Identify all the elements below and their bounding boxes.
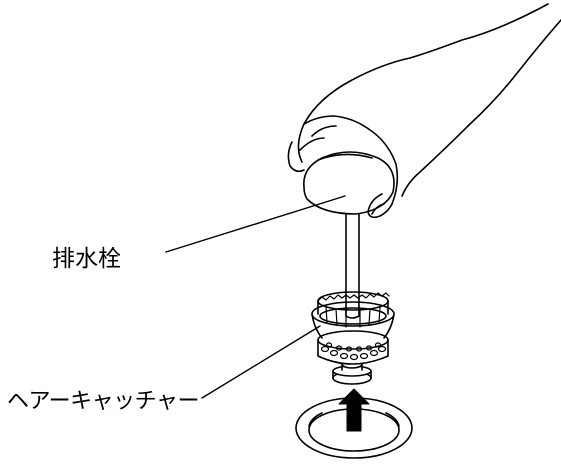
drain-plug-leader: [165, 195, 346, 253]
drain-plug: [303, 151, 395, 319]
leader-lines: [165, 195, 346, 399]
up-arrow-icon: [338, 388, 370, 432]
hand: [287, 3, 561, 219]
hair-catcher: [311, 291, 395, 365]
drain-plug-label: 排水栓: [52, 246, 121, 272]
hair-catcher-leader: [201, 325, 321, 399]
hair-catcher-label: ヘアーキャッチャー: [7, 389, 199, 414]
